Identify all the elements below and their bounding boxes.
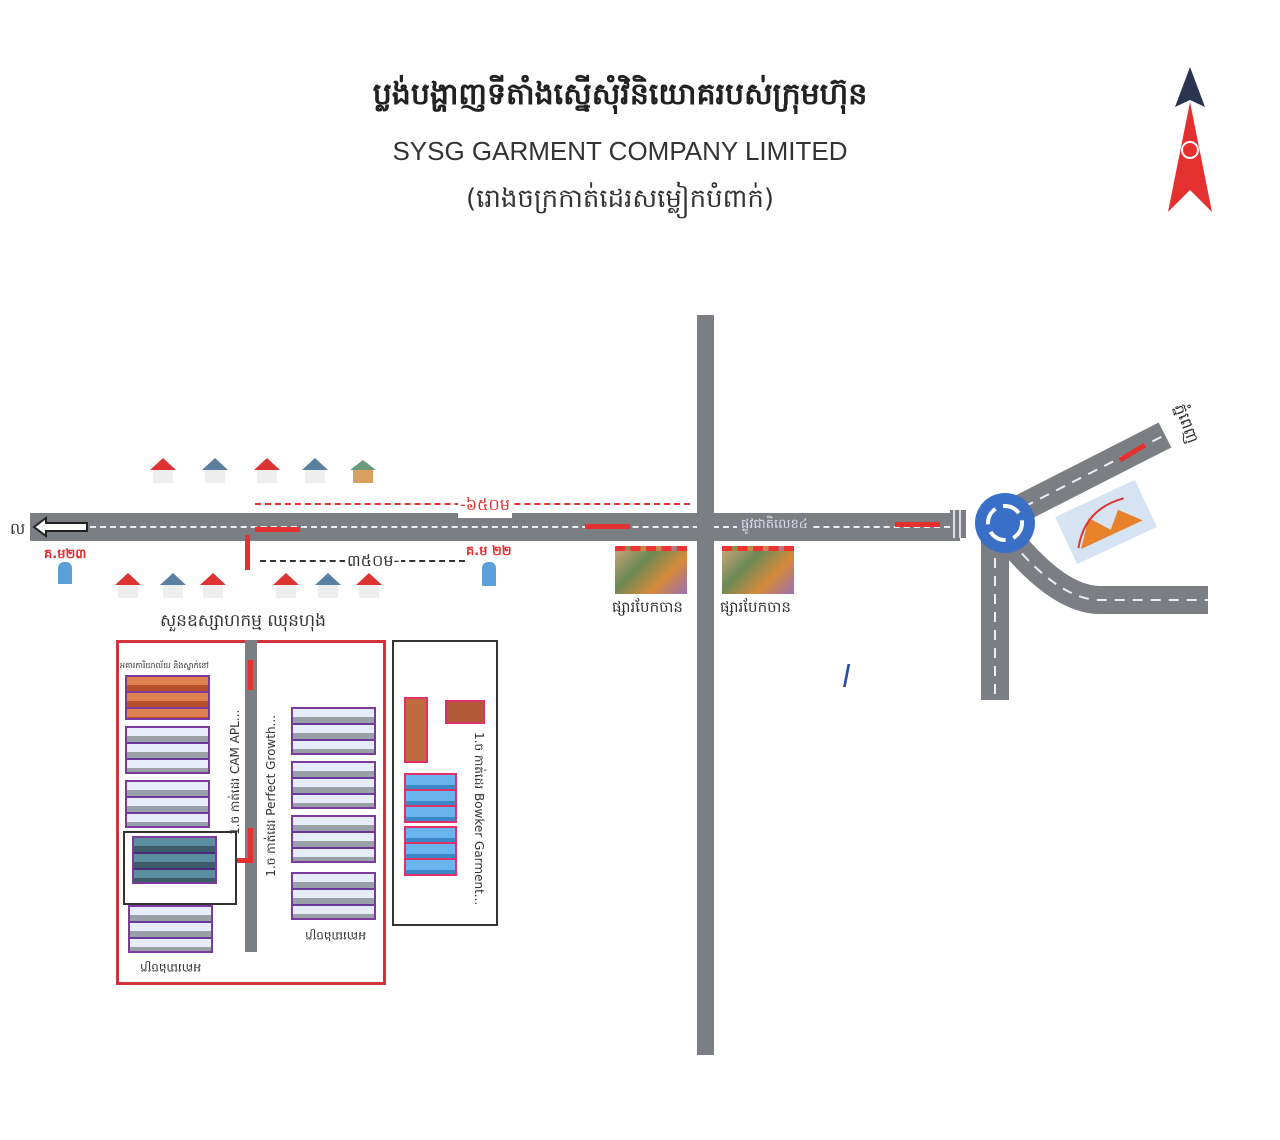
cross-road: [697, 315, 714, 1055]
company-cam-label: 1.ច កាត់ដេរ CAM APL...: [228, 709, 242, 835]
factory-label: អគាររោងចក្រ: [305, 929, 366, 943]
west-arrow-icon: [32, 516, 88, 538]
road-center-line: [90, 526, 950, 528]
route-arrow: [235, 858, 253, 863]
subtitle-khmer: (រោងចក្រកាត់ដេរសម្លៀកបំពាក់): [465, 184, 775, 214]
market-icon: [722, 546, 794, 594]
industrial-park-label: សួនឧស្សាហកម្ម ឈុនហុង: [160, 611, 326, 631]
km-22-marker: គ.ម ២២: [466, 544, 512, 559]
bowker-building: [404, 697, 428, 763]
route-arrow: [248, 660, 253, 690]
handwritten-mark: l: [842, 660, 851, 695]
company-bowker-label: 1.ច កាត់ដេរ Bowker Garment...: [472, 732, 486, 906]
west-label: ល: [10, 519, 26, 538]
factory-building: [125, 780, 210, 828]
office-building-label: អគារការិយាល័យ និងស្នាក់នៅ: [120, 661, 209, 670]
office-building: [125, 675, 210, 720]
route-arrow: [245, 535, 250, 570]
market-label: ផ្សារបែកចាន: [612, 598, 683, 616]
north-arrow-icon: [1168, 67, 1212, 212]
route-arrow: [585, 524, 630, 529]
market-icon: [615, 546, 687, 594]
roundabout-roads: [950, 422, 1208, 700]
factory-building: [291, 872, 376, 920]
bowker-building: [445, 700, 485, 724]
factory-building: [128, 905, 213, 953]
market-label: ផ្សារបែកចាន: [720, 598, 791, 616]
factory-building: [291, 761, 376, 809]
factory-building: [291, 815, 376, 863]
airport-logo: [1055, 479, 1157, 565]
title-khmer: ប្លង់បង្ហាញទីតាំងស្នើសុំវិនិយោគរបស់ក្រុម…: [372, 77, 868, 112]
bowker-site-boundary: [392, 640, 498, 926]
route-arrow: [248, 828, 253, 858]
road-label: ផ្លូវជាតិលេខ៤: [737, 516, 812, 535]
factory-building: [291, 707, 376, 755]
km-stone-icon: [58, 562, 72, 584]
factory-building: [125, 726, 210, 774]
distance-650: -៦៥០ម: [458, 494, 512, 518]
park-internal-road: [245, 640, 257, 952]
km-23-marker: គ.ម២៣: [44, 547, 87, 562]
factory-label: អគាររោងចក្រ: [140, 961, 201, 975]
route-arrow: [255, 527, 300, 532]
bowker-building: [404, 826, 457, 876]
sysg-factory-building: [132, 836, 217, 884]
company-name: SYSG GARMENT COMPANY LIMITED: [392, 136, 848, 166]
bowker-building: [404, 773, 457, 823]
km-stone-icon: [482, 562, 496, 586]
company-perfect-label: 1.ច កាត់ដេរ Perfect Growth...: [264, 715, 278, 877]
sysg-site-outline: [123, 831, 237, 905]
distance-350: ៣៥០ម-: [345, 550, 402, 574]
route-arrow: [895, 522, 940, 527]
